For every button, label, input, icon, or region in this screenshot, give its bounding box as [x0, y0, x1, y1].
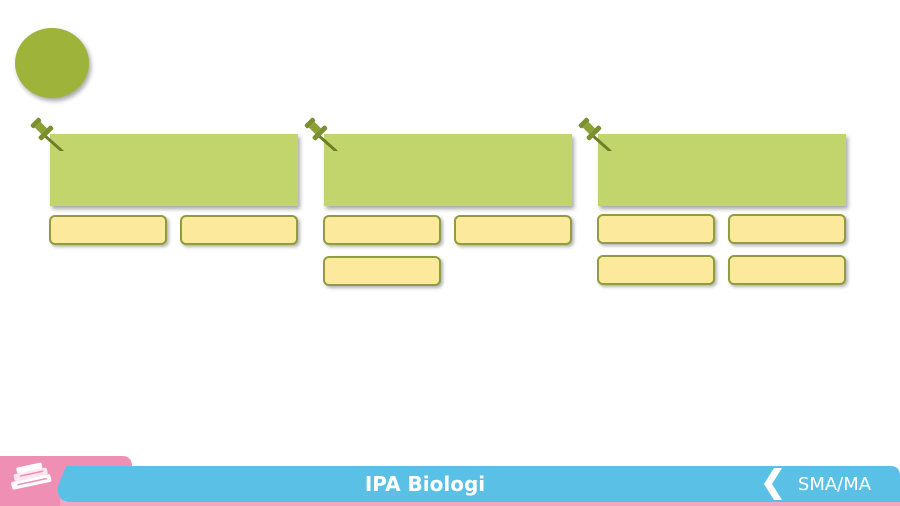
concept-box-2: [324, 134, 572, 206]
term-box-2-2: [454, 215, 572, 245]
pushpin-icon: [578, 117, 612, 151]
term-box-1-2: [180, 215, 298, 245]
footer-subject: IPA Biologi: [364, 472, 486, 496]
term-box-2-3: [323, 256, 441, 286]
books-icon: [11, 462, 52, 490]
term-box-1-1: [49, 215, 167, 245]
concept-box-3: [598, 134, 846, 206]
footer-level: SMA/MA: [797, 474, 872, 495]
title-circle: [15, 28, 89, 98]
concept-box-1: [50, 134, 298, 206]
pushpin-icon: [30, 117, 64, 151]
footer-bar: [0, 456, 900, 506]
term-box-3-3: [597, 255, 715, 285]
term-box-3-4: [728, 255, 846, 285]
term-box-3-1: [597, 214, 715, 244]
pushpin-icon: [304, 117, 338, 151]
term-box-3-2: [728, 214, 846, 244]
term-box-2-1: [323, 215, 441, 245]
